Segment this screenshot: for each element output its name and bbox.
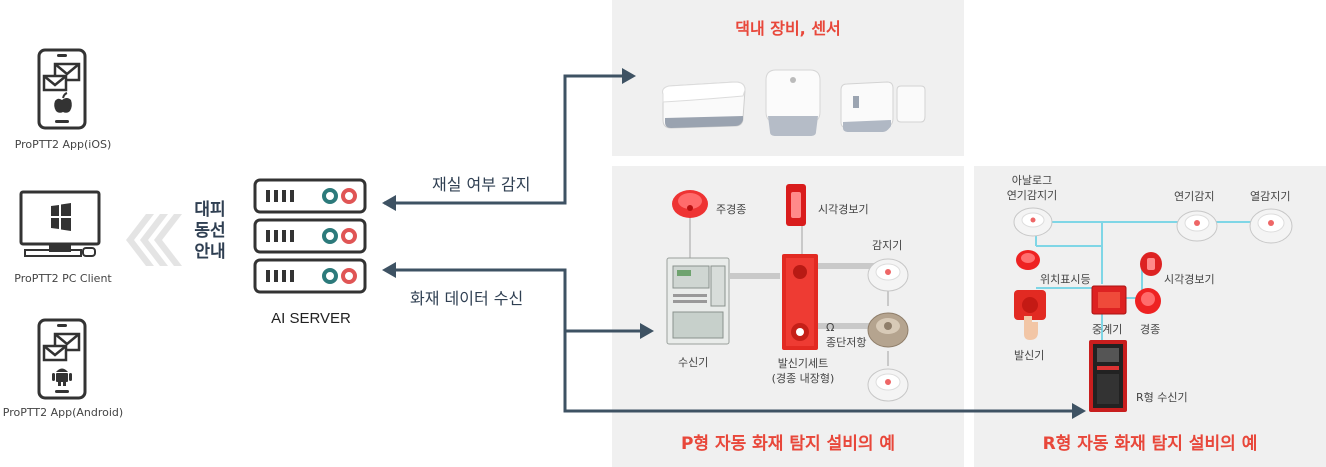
- p-smoke-detector-icon: [867, 368, 909, 402]
- p-receiver-label: 수신기: [678, 356, 709, 369]
- presence-detection-label: 재실 여부 감지: [432, 175, 531, 194]
- p-strobe-label: 시각경보기: [818, 203, 869, 216]
- r-location-lamp-icon: [1016, 250, 1040, 270]
- r-strobe-icon: [1140, 252, 1162, 276]
- p-strobe-icon: [786, 184, 806, 226]
- server-rack-icon: [253, 178, 367, 294]
- evacuation-line-2: 동선: [194, 221, 226, 241]
- p-main-bell-icon: [672, 190, 708, 218]
- ios-phone-icon: [37, 48, 87, 130]
- p-dispatcher-sub: (경종 내장형): [771, 372, 835, 385]
- p-dispatcher-label: 발신기세트 (경종 내장형): [763, 356, 843, 386]
- pc-client-label: ProPTT2 PC Client: [14, 272, 112, 285]
- r-analog-smoke-label: 아날로그 연기감지기: [1004, 173, 1060, 203]
- cube-sensor-device: [765, 69, 821, 136]
- r-type-title: R형 자동 화재 탐지 설비의 예: [1042, 434, 1258, 454]
- android-client-label: ProPTT2 App(Android): [2, 406, 124, 419]
- p-type-title: P형 자동 화재 탐지 설비의 예: [680, 434, 896, 454]
- home-devices-title: 댁내 장비, 센서: [735, 19, 841, 38]
- p-omega-symbol: Ω: [826, 321, 835, 334]
- android-phone-icon: [37, 318, 87, 400]
- r-dispatcher-icon: [1014, 290, 1046, 340]
- r-location-label: 위치표시등: [1040, 273, 1091, 286]
- arrow-from-fire-systems: [396, 268, 1072, 413]
- arrow-to-home-devices: [384, 74, 624, 205]
- evacuation-line-3: 안내: [194, 242, 226, 262]
- ios-client-label: ProPTT2 App(iOS): [14, 138, 112, 151]
- pc-monitor-icon: [19, 190, 101, 257]
- smart-hub-device: [662, 81, 746, 129]
- r-bell-label: 경종: [1140, 323, 1161, 336]
- p-heat-detector-icon: [867, 312, 909, 348]
- p-resistor-label: Ω 종단저항: [826, 320, 866, 350]
- p-resistor-name: 종단저항: [826, 336, 867, 349]
- evacuation-guide-label: 대피 동선 안내: [188, 200, 232, 263]
- ai-server-label: AI SERVER: [271, 310, 351, 327]
- fire-data-label: 화재 데이터 수신: [410, 289, 524, 308]
- p-main-bell-label: 주경종: [716, 203, 747, 216]
- r-analog-line-1: 아날로그: [1011, 174, 1053, 187]
- p-type-wiring: [689, 216, 889, 366]
- r-receiver-unit: [1089, 340, 1127, 412]
- p-dispatcher-set: [782, 254, 818, 350]
- r-receiver-label: R형 수신기: [1136, 391, 1188, 404]
- r-heat-detector-icon: [1249, 208, 1293, 244]
- p-detector-label: 감지기: [872, 239, 903, 252]
- p-detector-icon: [867, 258, 909, 292]
- chevrons-left-icon: [126, 214, 182, 266]
- home-devices-panel: 댁내 장비, 센서: [612, 0, 964, 156]
- p-receiver-unit: [666, 257, 730, 345]
- r-bell-icon: [1135, 288, 1161, 314]
- r-relay-label: 중계기: [1092, 323, 1123, 336]
- door-sensor-device: [840, 81, 926, 132]
- r-relay-icon: [1091, 285, 1127, 315]
- r-strobe-label: 시각경보기: [1164, 273, 1215, 286]
- r-smoke-label: 연기감지: [1174, 190, 1215, 203]
- r-analog-line-2: 연기감지기: [1006, 189, 1058, 202]
- r-dispatcher-label: 발신기: [1014, 349, 1045, 362]
- p-dispatcher-name: 발신기세트: [777, 357, 829, 370]
- r-analog-detector-icon: [1013, 207, 1053, 237]
- evacuation-line-1: 대피: [194, 200, 226, 220]
- r-smoke-detector-icon: [1176, 210, 1218, 242]
- r-heat-label: 열감지기: [1250, 190, 1291, 203]
